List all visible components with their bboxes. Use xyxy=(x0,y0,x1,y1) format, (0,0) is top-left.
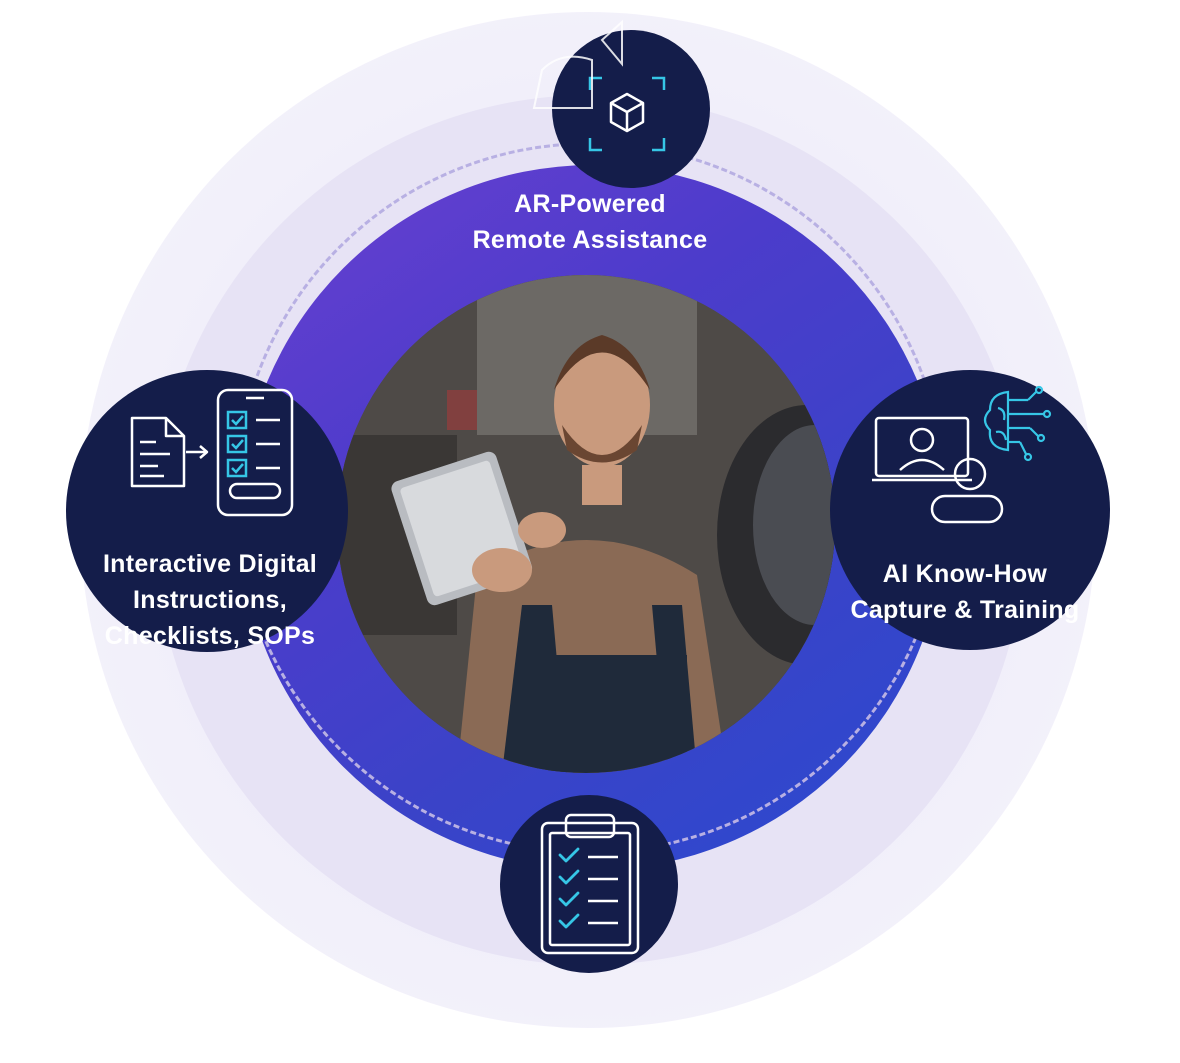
ai-know-how-node[interactable] xyxy=(830,370,1110,650)
digital-instructions-label: Interactive Digital Instructions, Checkl… xyxy=(30,546,390,654)
ar-cube-icon xyxy=(532,19,666,152)
ai-know-how-label: AI Know-How Capture & Training xyxy=(800,556,1130,628)
ar-assistance-label-line2: Remote Assistance xyxy=(472,226,708,254)
ai-brain-video-call-icon xyxy=(872,385,1052,524)
clipboard-checklist-icon xyxy=(540,813,640,955)
document-to-checklist-icon xyxy=(130,388,294,517)
work-order-label: Work Order xyxy=(440,990,740,1026)
work-order-node[interactable] xyxy=(500,795,678,973)
digital-instructions-node[interactable] xyxy=(66,370,348,652)
digital-instructions-label-line2: Instructions, xyxy=(133,586,287,614)
ai-know-how-label-line1: AI Know-How xyxy=(882,560,1048,588)
digital-instructions-label-line1: Interactive Digital xyxy=(102,550,318,578)
digital-instructions-label-line3: Checklists, SOPs xyxy=(104,622,316,650)
ar-assistance-label-line1: AR-Powered xyxy=(514,190,666,218)
worker-with-tablet-illustration xyxy=(337,275,835,773)
ar-assistance-label: AR-Powered Remote Assistance xyxy=(400,186,780,258)
ar-assistance-node[interactable] xyxy=(532,19,710,188)
work-order-label-line1: Work Order xyxy=(519,994,661,1022)
worker-photo xyxy=(337,275,835,773)
ai-know-how-label-line2: Capture & Training xyxy=(850,596,1080,624)
